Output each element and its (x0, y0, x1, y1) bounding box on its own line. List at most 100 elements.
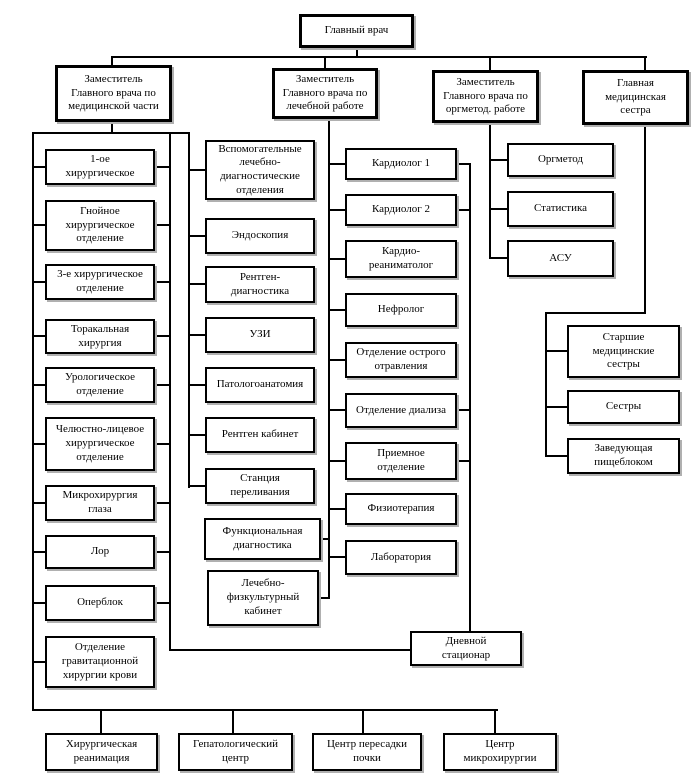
connector (644, 125, 646, 314)
connector (32, 709, 498, 711)
connector (329, 163, 345, 165)
connector (489, 257, 507, 259)
connector (457, 409, 471, 411)
connector (362, 709, 364, 733)
node-transfusion-station: Станция переливания (205, 468, 315, 504)
connector (32, 132, 190, 134)
connector (489, 208, 507, 210)
connector (356, 48, 358, 57)
node-blood-gravity-surgery: Отделение гравитационной хирургии крови (45, 636, 155, 688)
node-urology: Урологическое отделение (45, 367, 155, 403)
connector (32, 281, 46, 283)
connector (188, 384, 206, 386)
connector (111, 56, 647, 58)
node-reception: Приемное отделение (345, 442, 457, 480)
node-ent: Лор (45, 535, 155, 569)
connector (188, 434, 206, 436)
node-auxiliary-departments: Вспомогательные лечебно- диагностические… (205, 140, 315, 200)
connector (469, 163, 471, 631)
connector (188, 334, 206, 336)
connector (32, 384, 46, 386)
node-nurses: Сестры (567, 390, 680, 424)
connector (100, 709, 102, 733)
connector (329, 508, 345, 510)
node-physical-therapy-room: Лечебно- физкультурный кабинет (207, 570, 319, 626)
node-operating-block: Оперблок (45, 585, 155, 621)
node-purulent-surgery: Гнойное хирургическое отделение (45, 200, 155, 251)
connector (154, 502, 171, 504)
connector (489, 56, 491, 71)
node-cardiologist-2: Кардиолог 2 (345, 194, 457, 226)
connector (32, 132, 34, 711)
node-xray-diagnostics: Рентген- диагностика (205, 266, 315, 303)
node-functional-diagnostics: Функциональная диагностика (204, 518, 321, 560)
node-laboratory: Лаборатория (345, 540, 457, 575)
connector (188, 235, 206, 237)
connector (489, 159, 507, 161)
connector (32, 602, 46, 604)
node-physiotherapy: Физиотерапия (345, 493, 457, 525)
node-surgical-3: 3-е хирургическое отделение (45, 264, 155, 300)
connector (318, 597, 330, 599)
node-surgical-1: 1-ое хирургическое (45, 149, 155, 185)
connector (32, 335, 46, 337)
connector (457, 163, 471, 165)
connector (32, 166, 46, 168)
node-xray-room: Рентген кабинет (205, 417, 315, 453)
connector (329, 556, 345, 558)
node-kidney-transplant-center: Центр пересадки почки (312, 733, 422, 771)
connector (154, 602, 171, 604)
connector (154, 166, 171, 168)
node-chief-nurse: Главная медицинская сестра (582, 70, 689, 125)
node-statistics: Статистика (507, 191, 614, 227)
connector (644, 56, 646, 71)
connector (329, 460, 345, 462)
connector (169, 132, 171, 651)
connector (545, 455, 567, 457)
node-ultrasound: УЗИ (205, 317, 315, 353)
connector (457, 460, 471, 462)
node-endoscopy: Эндоскопия (205, 218, 315, 254)
connector (320, 538, 330, 540)
connector (188, 132, 190, 488)
node-pathology: Патологоанатомия (205, 367, 315, 403)
connector (111, 122, 113, 134)
connector (32, 502, 46, 504)
connector (154, 384, 171, 386)
node-microsurgery-center: Центр микрохирургии (443, 733, 557, 771)
node-food-unit-head: Заведующая пищеблоком (567, 438, 680, 474)
node-cardio-reanimatologist: Кардио- реаниматолог (345, 240, 457, 278)
node-orgmethod: Оргметод (507, 143, 614, 177)
node-acute-poisoning: Отделение острого отравления (345, 342, 457, 378)
connector (32, 443, 46, 445)
connector (545, 350, 567, 352)
node-thoracic-surgery: Торакальная хирургия (45, 319, 155, 354)
node-senior-nurses: Старшие медицинские сестры (567, 325, 680, 378)
connector (32, 661, 46, 663)
connector (111, 56, 113, 66)
node-maxillofacial: Челюстно-лицевое хирургическое отделение (45, 417, 155, 471)
node-surgical-reanimation: Хирургическая реанимация (45, 733, 158, 771)
node-acs: АСУ (507, 240, 614, 277)
connector (329, 258, 345, 260)
node-eye-microsurgery: Микрохирургия глаза (45, 485, 155, 521)
connector (329, 409, 345, 411)
connector (545, 312, 646, 314)
connector (329, 309, 345, 311)
node-day-hospital: Дневной стационар (410, 631, 522, 666)
connector (329, 209, 345, 211)
connector (154, 224, 171, 226)
connector (32, 224, 46, 226)
connector (169, 649, 412, 651)
connector (494, 709, 496, 733)
connector (329, 359, 345, 361)
connector (324, 56, 326, 69)
node-nephrologist: Нефролог (345, 293, 457, 327)
connector (489, 123, 491, 259)
node-chief-doctor: Главный врач (299, 14, 414, 48)
node-cardiologist-1: Кардиолог 1 (345, 148, 457, 180)
node-deputy-medical: Заместитель Главного врача по медицинско… (55, 65, 172, 122)
connector (457, 209, 471, 211)
connector (188, 485, 206, 487)
connector (545, 312, 547, 457)
